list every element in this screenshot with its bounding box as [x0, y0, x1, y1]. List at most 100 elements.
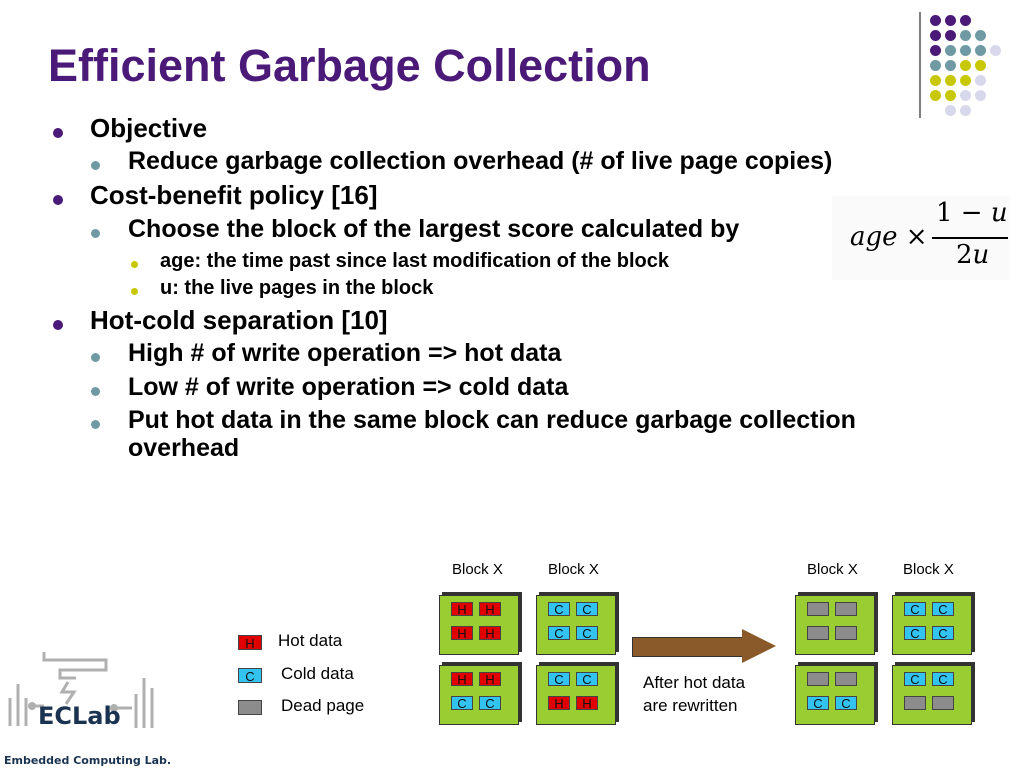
- decor-dot: [930, 30, 941, 41]
- decor-dot: [930, 60, 941, 71]
- bullet-text-level2: Put hot data in the same block can reduc…: [128, 406, 856, 434]
- bullet-text-level2: Low # of write operation => cold data: [128, 373, 569, 401]
- bullet-marker: [91, 387, 100, 396]
- cold-page: C: [932, 626, 954, 641]
- decor-dot: [975, 75, 986, 86]
- decor-dot: [960, 75, 971, 86]
- formula-numerator: 1 − u: [936, 198, 1008, 228]
- bullet-marker: [91, 229, 100, 238]
- decor-dot: [930, 45, 941, 56]
- cold-page: C: [904, 626, 926, 641]
- block-label: Block X: [807, 561, 858, 578]
- legend-swatch-hot: H: [238, 635, 262, 651]
- decor-dot: [945, 60, 956, 71]
- bullet-marker: [53, 320, 63, 330]
- rewrite-arrow-head: [742, 629, 776, 663]
- legend-label-cold: Cold data: [281, 664, 354, 683]
- decor-dot: [975, 60, 986, 71]
- decor-dot: [975, 30, 986, 41]
- bullet-marker: [131, 261, 138, 268]
- hot-page: H: [479, 626, 501, 641]
- cold-page: C: [576, 602, 598, 617]
- flash-block: [795, 595, 875, 655]
- decor-dot: [975, 45, 986, 56]
- hot-page: H: [479, 672, 501, 687]
- cold-page: C: [835, 696, 857, 711]
- legend-label-hot: Hot data: [278, 631, 343, 650]
- hot-page: H: [479, 602, 501, 617]
- decor-dot: [960, 45, 971, 56]
- dead-page: [932, 696, 954, 710]
- logo-name: ECLab: [38, 702, 121, 730]
- dead-page: [807, 626, 829, 640]
- score-formula: age × 1 − u 2u: [832, 196, 1010, 280]
- hot-page: H: [576, 696, 598, 711]
- dead-page: [904, 696, 926, 710]
- formula-denominator: 2u: [956, 240, 990, 270]
- dead-page: [807, 602, 829, 616]
- rewrite-arrow-body: [632, 637, 744, 657]
- bullet-text-level1: Cost-benefit policy [16]: [90, 180, 378, 210]
- hot-page: H: [451, 626, 473, 641]
- cold-page: C: [904, 602, 926, 617]
- cold-page: C: [932, 672, 954, 687]
- bullet-marker: [53, 195, 63, 205]
- hot-page: H: [451, 602, 473, 617]
- cold-page: C: [479, 696, 501, 711]
- decor-dot: [960, 30, 971, 41]
- bullet-text-level1: Objective: [90, 113, 208, 143]
- bullet-text-level2: High # of write operation => hot data: [128, 339, 562, 367]
- formula-fraction-bar: [932, 237, 1008, 239]
- legend-label-dead: Dead page: [281, 696, 365, 715]
- decor-dot: [945, 75, 956, 86]
- decor-dot: [960, 105, 971, 116]
- eclab-logo-graphic: [8, 652, 154, 728]
- cold-page: C: [807, 696, 829, 711]
- decor-dot: [945, 15, 956, 26]
- dead-page: [835, 672, 857, 686]
- decor-dot: [960, 60, 971, 71]
- decor-dot: [945, 30, 956, 41]
- block-label: Block X: [548, 561, 599, 578]
- legend-swatch-cold: C: [238, 668, 262, 684]
- decor-dot: [960, 15, 971, 26]
- dead-page: [835, 602, 857, 616]
- bullet-text-level2: overhead: [128, 434, 240, 462]
- hot-page: H: [548, 696, 570, 711]
- bullet-marker: [53, 128, 63, 138]
- cold-page: C: [932, 602, 954, 617]
- cold-page: C: [548, 672, 570, 687]
- cold-page: C: [576, 672, 598, 687]
- cold-page: C: [451, 696, 473, 711]
- cold-page: C: [576, 626, 598, 641]
- decor-dot: [930, 75, 941, 86]
- dead-page: [835, 626, 857, 640]
- cold-page: C: [904, 672, 926, 687]
- hot-page: H: [451, 672, 473, 687]
- decor-dot: [945, 90, 956, 101]
- block-label: Block X: [452, 561, 503, 578]
- decor-dot: [945, 45, 956, 56]
- decor-dot: [990, 45, 1001, 56]
- bullet-marker: [131, 288, 138, 295]
- bullet-text-level2: Choose the block of the largest score ca…: [128, 215, 740, 243]
- decor-dot: [930, 15, 941, 26]
- decor-dot: [945, 105, 956, 116]
- slide-title: Efficient Garbage Collection: [48, 40, 651, 91]
- formula-age: age ×: [850, 222, 928, 252]
- bullet-marker: [91, 353, 100, 362]
- bullet-text-level3: u: the live pages in the block: [160, 277, 434, 299]
- bullet-text-level3: age: the time past since last modificati…: [160, 250, 669, 272]
- bullet-marker: [91, 420, 100, 429]
- logo-subtitle: Embedded Computing Lab.: [4, 754, 172, 767]
- arrow-caption-line2: are rewritten: [643, 696, 738, 715]
- cold-page: C: [548, 602, 570, 617]
- legend-swatch-dead: [238, 700, 262, 715]
- decor-divider-line: [919, 12, 921, 118]
